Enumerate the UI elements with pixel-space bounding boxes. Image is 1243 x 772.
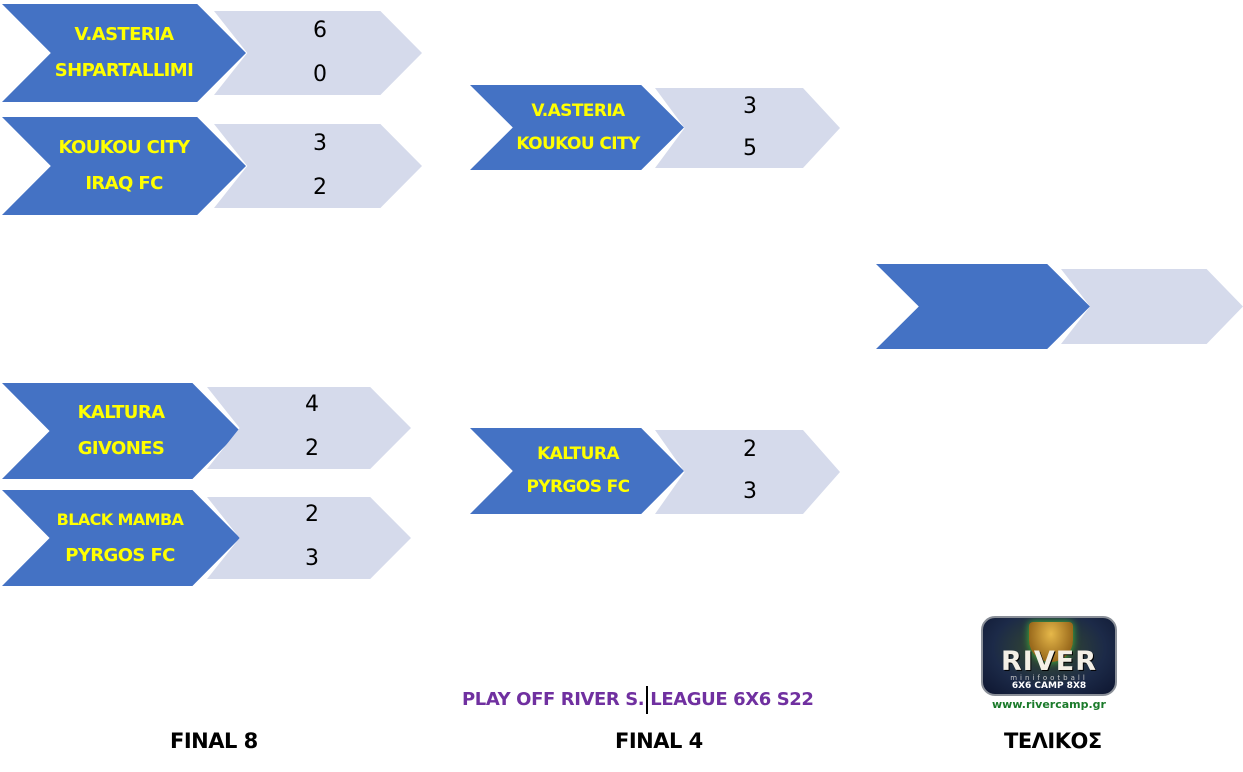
team-names: KOUKOU CITY IRAQ FC bbox=[40, 117, 208, 215]
score-box bbox=[655, 430, 840, 514]
score-box bbox=[214, 124, 422, 208]
logo-badge: RIVER minifootball 6X6 CAMP 8X8 bbox=[981, 616, 1117, 696]
scores bbox=[1125, 266, 1185, 346]
team-2: PYRGOS FC bbox=[526, 477, 630, 497]
tournament-title: PLAY OFF RIVER S.LEAGUE 6X6 S22 bbox=[462, 686, 814, 714]
logo-brand: RIVER bbox=[1001, 646, 1097, 677]
score-1: 2 bbox=[743, 437, 757, 462]
score-2: 0 bbox=[313, 62, 327, 87]
team-1: KALTURA bbox=[537, 444, 619, 464]
team-names: V.ASTERIA SHPARTALLIMI bbox=[40, 4, 208, 102]
team-2: PYRGOS FC bbox=[65, 538, 175, 574]
score-2: 3 bbox=[305, 546, 319, 571]
team-1: V.ASTERIA bbox=[531, 100, 625, 121]
score-2: 5 bbox=[743, 136, 757, 161]
round-label-final: ΤΕΛΙΚΟΣ bbox=[1004, 729, 1102, 753]
team-names: V.ASTERIA KOUKOU CITY bbox=[508, 85, 648, 170]
team-names: KALTURA GIVONES bbox=[40, 383, 202, 479]
score-1: 4 bbox=[305, 392, 319, 417]
score-1: 2 bbox=[305, 502, 319, 527]
team-2: SHPARTALLIMI bbox=[54, 60, 194, 81]
score-2: 2 bbox=[313, 175, 327, 200]
score-box bbox=[207, 387, 411, 469]
team-2: IRAQ FC bbox=[85, 173, 163, 194]
score-1: 3 bbox=[743, 94, 757, 119]
logo-url: www.rivercamp.gr bbox=[992, 698, 1106, 711]
text-cursor bbox=[646, 686, 649, 714]
scores: 2 3 bbox=[282, 494, 342, 580]
scores: 4 2 bbox=[282, 384, 342, 470]
title-part-1: PLAY OFF RIVER S. bbox=[462, 689, 645, 710]
trophy-icon bbox=[1029, 622, 1073, 662]
scores: 3 2 bbox=[290, 121, 350, 211]
round-label-final8: FINAL 8 bbox=[170, 729, 258, 753]
team-1: KALTURA bbox=[77, 402, 165, 423]
score-box bbox=[207, 497, 411, 579]
team-1: V.ASTERIA bbox=[74, 24, 174, 45]
team-2: KOUKOU CITY bbox=[516, 133, 640, 154]
score-1: 3 bbox=[313, 131, 327, 156]
team-1: BLACK MAMBA bbox=[56, 510, 184, 529]
team-2-suffix: FC bbox=[150, 545, 175, 566]
team-2-name: PYRGOS bbox=[65, 545, 145, 566]
scores: 6 0 bbox=[290, 8, 350, 98]
logo-formats: 6X6 CAMP 8X8 bbox=[1011, 681, 1087, 691]
team-names bbox=[914, 264, 1054, 349]
team-2: GIVONES bbox=[77, 438, 165, 459]
river-camp-logo: RIVER minifootball 6X6 CAMP 8X8 www.rive… bbox=[981, 616, 1117, 716]
scores: 3 5 bbox=[720, 86, 780, 170]
team-names: BLACK MAMBA PYRGOS FC bbox=[36, 490, 204, 586]
score-box bbox=[655, 88, 840, 168]
title-part-2: LEAGUE 6X6 S22 bbox=[650, 689, 814, 710]
score-2: 2 bbox=[305, 436, 319, 461]
team-names: KALTURA PYRGOS FC bbox=[508, 428, 648, 514]
score-box bbox=[1061, 269, 1243, 344]
score-box bbox=[214, 11, 422, 95]
score-2: 3 bbox=[743, 479, 757, 504]
team-1: KOUKOU CITY bbox=[58, 137, 190, 158]
round-label-final4: FINAL 4 bbox=[615, 729, 703, 753]
scores: 2 3 bbox=[720, 429, 780, 513]
score-1: 6 bbox=[313, 18, 327, 43]
logo-tagline: minifootball bbox=[1010, 674, 1088, 682]
